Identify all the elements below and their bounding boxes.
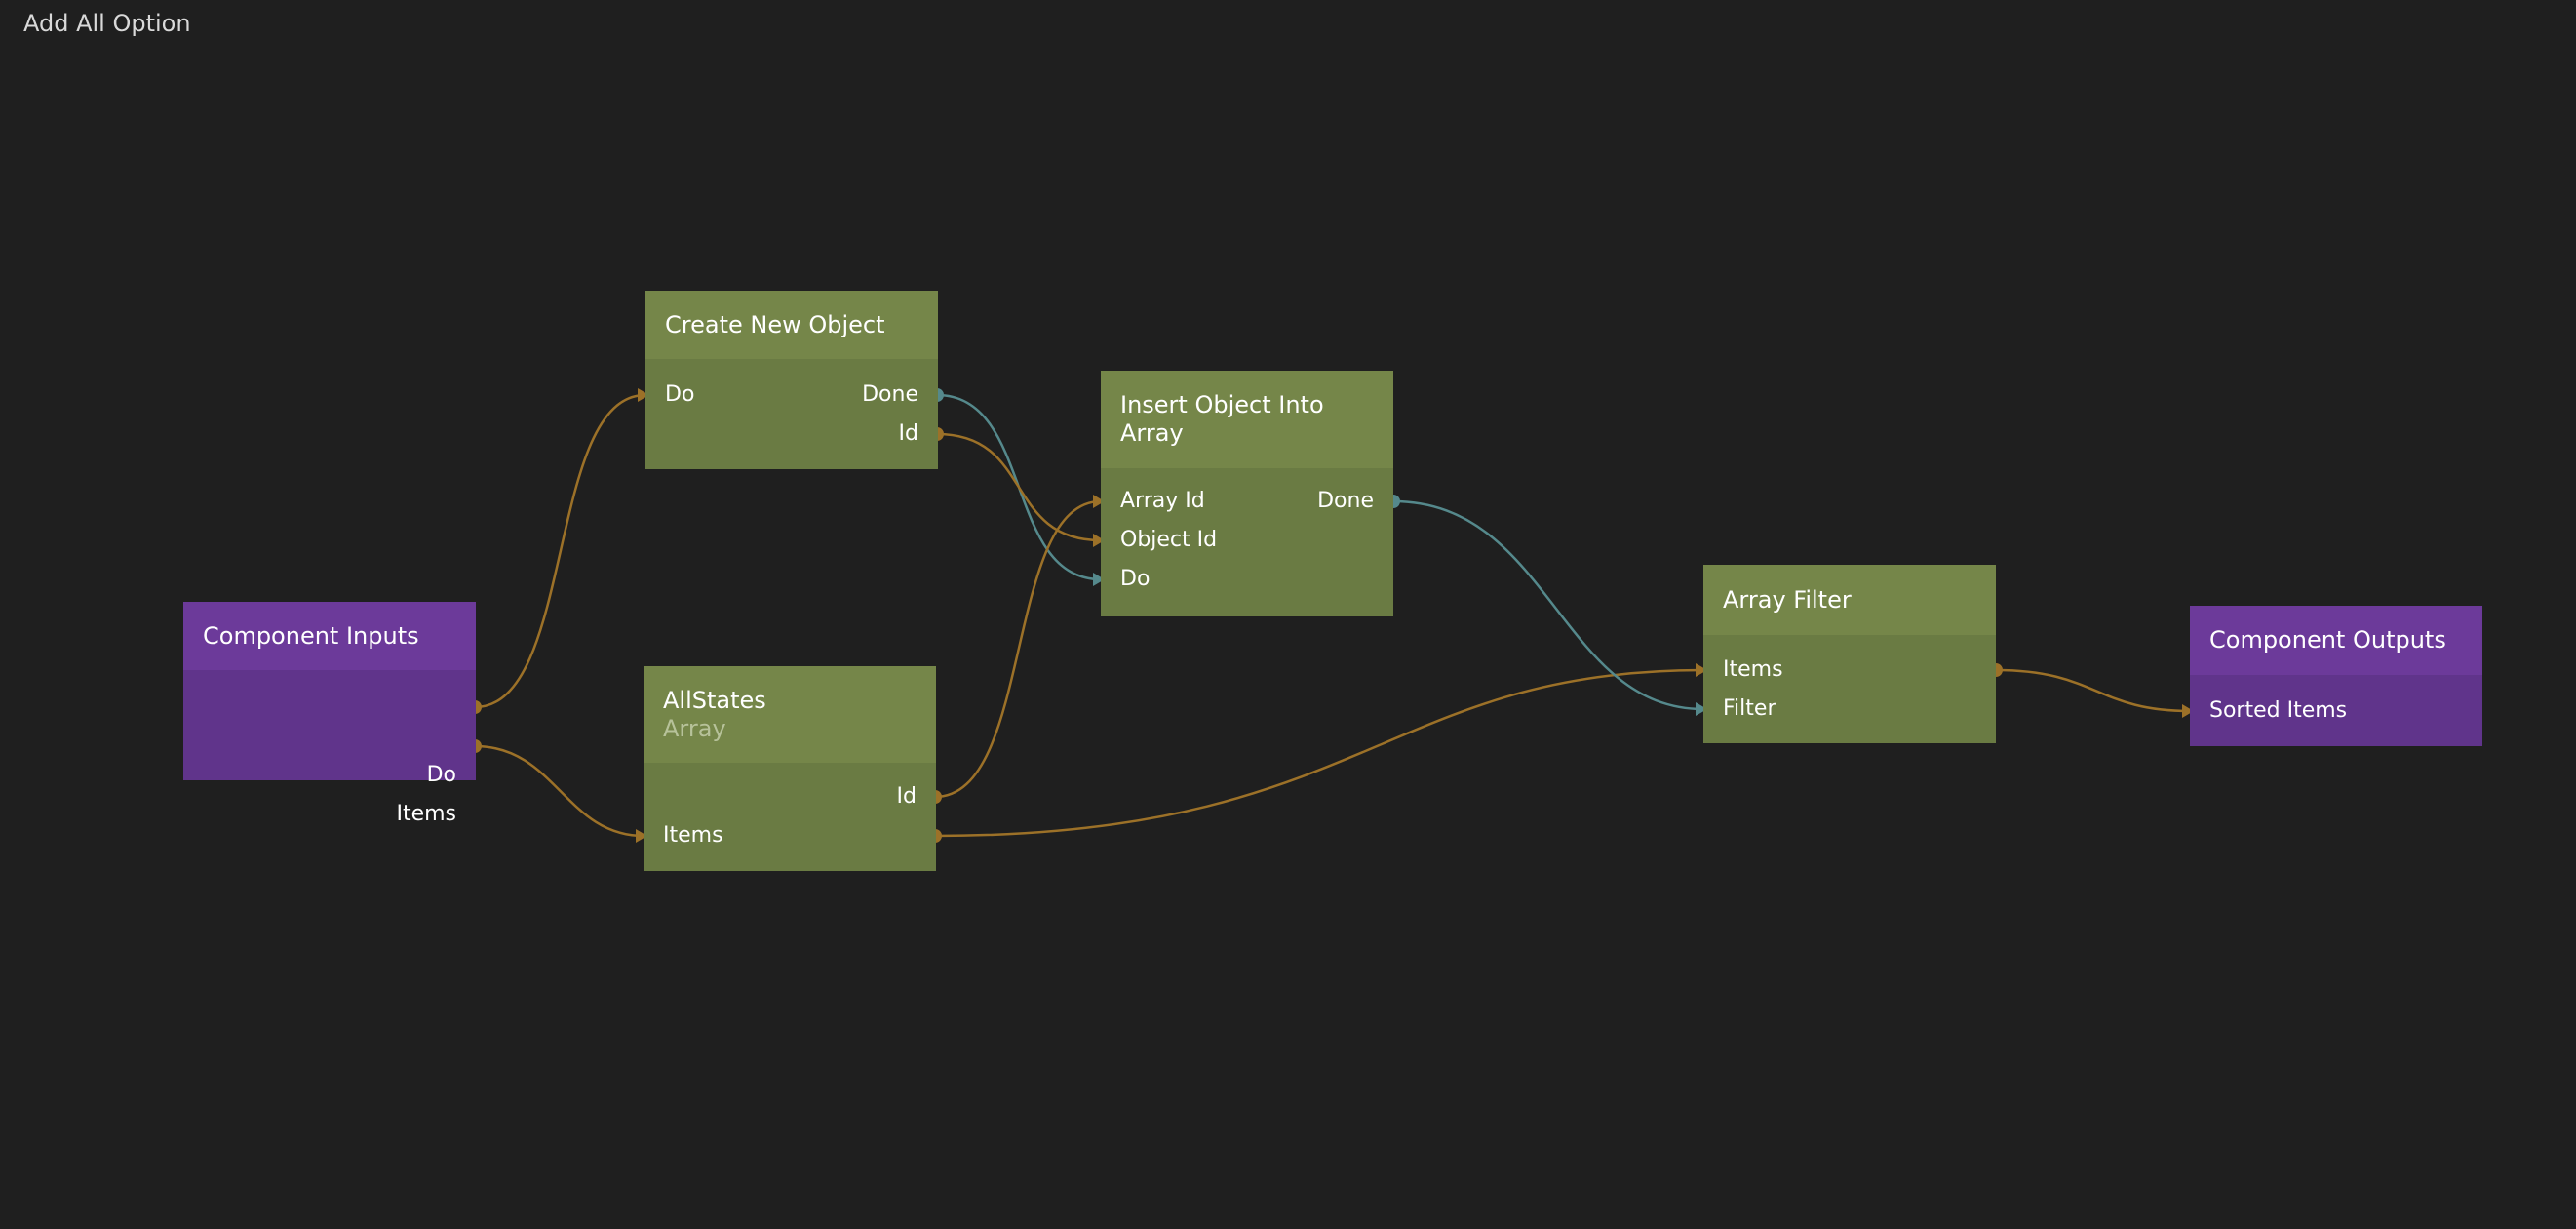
input-port-object-id[interactable]: Object Id (1120, 528, 1218, 552)
node-title-line-1: Insert Object Into (1120, 391, 1324, 418)
output-port-done[interactable]: Done (1317, 489, 1374, 513)
insert-object-into-array-node[interactable]: Insert Object Into Array Array Id Done O… (1101, 371, 1393, 616)
create-new-object-node[interactable]: Create New Object Do Done Id (645, 291, 938, 469)
node-title: Component Outputs (2209, 626, 2446, 654)
wire-inputs-do-to-create-do[interactable] (474, 393, 646, 709)
input-port-do[interactable]: Do (1120, 567, 1151, 591)
wire-filter-items-to-outputs-sorted-items[interactable] (1995, 668, 2191, 713)
node-subtitle: Array (663, 714, 726, 742)
input-port-do[interactable]: Do (665, 382, 695, 407)
node-header[interactable]: Array Filter (1703, 565, 1996, 635)
allstates-node[interactable]: AllStates Array Id Items (644, 666, 936, 871)
component-inputs-node[interactable]: Component Inputs Do Items (183, 602, 476, 826)
input-port-filter[interactable]: Filter (1723, 696, 1776, 721)
node-title-line-2: Array (1120, 419, 1184, 447)
input-port-items[interactable]: Items (1723, 657, 1783, 682)
input-port-array-id[interactable]: Array Id (1120, 489, 1205, 513)
wire-inputs-items-to-allstates-items[interactable] (474, 744, 644, 838)
wire-allstates-items-to-filter-items[interactable] (934, 668, 1704, 838)
input-port-items[interactable]: Items (663, 823, 723, 848)
node-header[interactable]: AllStates Array (644, 666, 936, 763)
node-title: AllStates (663, 686, 766, 714)
wire-allstates-id-to-insert-array-id[interactable] (934, 499, 1102, 799)
wire-insert-done-to-filter-filter[interactable] (1392, 499, 1704, 711)
node-title: Array Filter (1723, 585, 1852, 614)
node-title: Create New Object (665, 310, 885, 338)
node-header[interactable]: Component Inputs (183, 602, 476, 670)
output-port-items[interactable]: Items (396, 802, 456, 826)
component-outputs-node[interactable]: Component Outputs Sorted Items (2190, 606, 2482, 746)
output-port-id[interactable]: Id (898, 421, 918, 446)
array-filter-node[interactable]: Array Filter Items Filter (1703, 565, 1996, 743)
wire-create-done-to-insert-do[interactable] (936, 393, 1102, 581)
output-port-do[interactable]: Do (426, 763, 456, 787)
node-header[interactable]: Create New Object (645, 291, 938, 359)
node-title: Component Inputs (203, 621, 419, 650)
wire-create-id-to-insert-object-id[interactable] (936, 432, 1102, 542)
page-title: Add All Option (23, 10, 191, 37)
input-port-sorted-items[interactable]: Sorted Items (2209, 698, 2348, 723)
output-port-done[interactable]: Done (862, 382, 918, 407)
output-port-id[interactable]: Id (896, 784, 917, 809)
node-header[interactable]: Insert Object Into Array (1101, 371, 1393, 468)
node-header[interactable]: Component Outputs (2190, 606, 2482, 675)
